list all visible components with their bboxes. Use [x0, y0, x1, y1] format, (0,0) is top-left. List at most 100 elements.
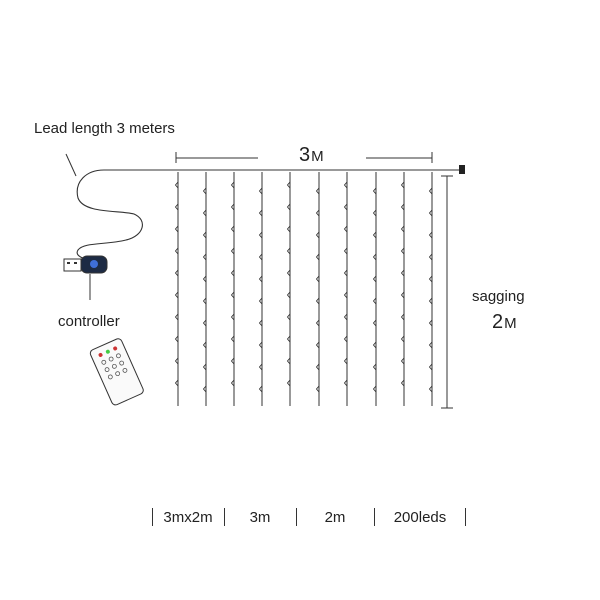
led-bulb [372, 319, 377, 327]
height-unit: M [504, 315, 518, 332]
led-bulb [372, 297, 377, 305]
spec-height: 2m [296, 506, 374, 528]
led-bulb [400, 357, 405, 365]
led-bulb [372, 341, 377, 349]
light-strands [174, 172, 433, 406]
led-bulb [230, 269, 235, 277]
led-bulb [258, 341, 263, 349]
led-bulb [174, 335, 179, 343]
led-bulb [315, 297, 320, 305]
led-bulb [343, 291, 348, 299]
led-bulb [343, 379, 348, 387]
light-strand [258, 172, 263, 406]
light-strand [202, 172, 207, 406]
led-bulb [202, 231, 207, 239]
led-bulb [400, 313, 405, 321]
led-bulb [258, 363, 263, 371]
lead-cable [76, 169, 178, 263]
led-bulb [286, 379, 291, 387]
led-bulb [372, 231, 377, 239]
light-strand [286, 172, 291, 406]
led-bulb [202, 275, 207, 283]
led-bulb [230, 181, 235, 189]
led-bulb [202, 341, 207, 349]
led-bulb [174, 247, 179, 255]
led-bulb [174, 313, 179, 321]
width-dimension: 3M [299, 145, 325, 165]
led-bulb [372, 385, 377, 393]
led-bulb [286, 225, 291, 233]
led-bulb [315, 209, 320, 217]
led-bulb [202, 385, 207, 393]
led-bulb [400, 203, 405, 211]
led-bulb [343, 357, 348, 365]
led-bulb [343, 225, 348, 233]
led-bulb [400, 291, 405, 299]
light-strand [230, 172, 235, 406]
led-bulb [258, 385, 263, 393]
led-bulb [428, 231, 433, 239]
led-bulb [315, 341, 320, 349]
led-bulb [202, 319, 207, 327]
lead-length-label: Lead length 3 meters [34, 120, 175, 137]
led-bulb [428, 341, 433, 349]
led-bulb [174, 379, 179, 387]
led-bulb [428, 297, 433, 305]
light-strand [400, 172, 405, 406]
led-bulb [174, 181, 179, 189]
usb-plug-icon [63, 255, 108, 274]
led-bulb [230, 335, 235, 343]
led-bulb [230, 203, 235, 211]
led-bulb [343, 269, 348, 277]
led-bulb [286, 181, 291, 189]
led-bulb [400, 247, 405, 255]
led-bulb [258, 297, 263, 305]
led-bulb [202, 209, 207, 217]
led-bulb [400, 181, 405, 189]
lead-pointer-line [65, 153, 77, 177]
led-bulb [343, 335, 348, 343]
led-bulb [230, 291, 235, 299]
led-bulb [428, 319, 433, 327]
light-strand [428, 172, 433, 406]
sagging-label: sagging [472, 288, 525, 305]
led-bulb [174, 225, 179, 233]
led-bulb [230, 357, 235, 365]
led-bulb [258, 187, 263, 195]
led-bulb [174, 269, 179, 277]
led-bulb [372, 209, 377, 217]
spec-led-count: 200leds [374, 506, 466, 528]
led-bulb [315, 253, 320, 261]
led-bulb [286, 247, 291, 255]
led-bulb [428, 209, 433, 217]
led-bulb [372, 253, 377, 261]
light-strand [372, 172, 377, 406]
led-bulb [400, 335, 405, 343]
led-bulb [258, 275, 263, 283]
controller-label: controller [58, 313, 120, 330]
light-strand [315, 172, 320, 406]
width-number: 3 [299, 144, 312, 166]
height-dimension-arrow [441, 175, 453, 409]
led-bulb [428, 187, 433, 195]
led-bulb [174, 291, 179, 299]
light-strand [343, 172, 348, 406]
end-plug-icon [459, 165, 465, 174]
led-bulb [286, 291, 291, 299]
led-bulb [343, 203, 348, 211]
led-bulb [428, 385, 433, 393]
led-bulb [286, 335, 291, 343]
led-bulb [258, 253, 263, 261]
led-bulb [230, 225, 235, 233]
led-bulb [315, 231, 320, 239]
led-bulb [343, 181, 348, 189]
led-bulb [315, 187, 320, 195]
led-bulb [230, 247, 235, 255]
light-strand [174, 172, 179, 406]
led-bulb [258, 319, 263, 327]
width-unit: M [311, 148, 325, 165]
led-bulb [230, 379, 235, 387]
led-bulb [286, 357, 291, 365]
led-bulb [286, 313, 291, 321]
